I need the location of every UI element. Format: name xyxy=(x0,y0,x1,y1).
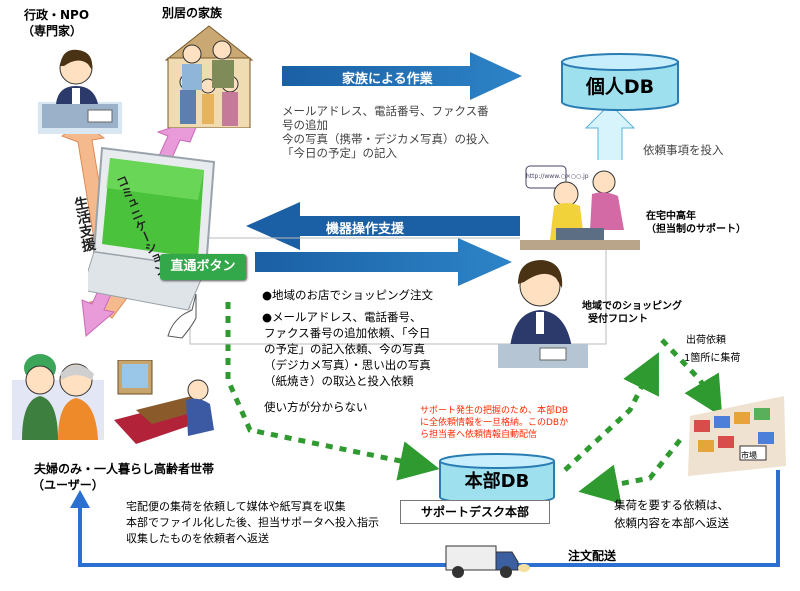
front-desk-illustration xyxy=(498,260,588,368)
hand-pointing-illustration xyxy=(167,293,197,339)
elderly-computer-illustration xyxy=(520,160,640,250)
bullet-shopping: ●地域のお店でショッピング注文 xyxy=(262,288,434,302)
market-illustration xyxy=(688,396,786,476)
order-delivery-label: 注文配送 xyxy=(568,549,617,563)
family-work-arrow xyxy=(282,52,522,100)
users-sub-label: （ユーザー） xyxy=(32,478,104,492)
device-support-label: 機器操作支援 xyxy=(326,222,405,237)
gov-sub-label: （専門家） xyxy=(22,24,83,38)
hq-db-label: 本部DB xyxy=(464,471,530,492)
dotted-front-to-market xyxy=(660,338,723,418)
users-label: 夫婦のみ・一人暮らし高齢者世帯 xyxy=(34,462,215,476)
dotted-market-to-hq xyxy=(578,438,682,504)
personal-db: 個人DB xyxy=(560,52,680,112)
request-input-label: 依頼事項を投入 xyxy=(643,143,724,157)
gov-label: 行政・NPO xyxy=(24,8,90,22)
family-illustration xyxy=(164,25,254,128)
one-place-label: 1箇所に集荷 xyxy=(684,353,741,364)
dotted-hq-to-frontdesk xyxy=(563,352,659,472)
direct-button[interactable]: 直通ボタン xyxy=(160,254,246,280)
personal-db-label: 個人DB xyxy=(585,76,655,98)
local-shop-sub-label: 受付フロント xyxy=(588,314,648,325)
url-bubble: http://www.○×○○.jp xyxy=(526,173,589,180)
local-shop-label: 地域でのショッピング xyxy=(582,301,682,312)
ship-request-label: 出荷依頼 xyxy=(686,335,726,346)
help-desk-box: サポートデスク本部 xyxy=(400,500,550,524)
shopping-arrow xyxy=(255,238,512,286)
pickup-req-line1: 集荷を要する依頼は、 xyxy=(614,498,729,512)
elderly-couple-illustration xyxy=(12,354,104,440)
elderly-kotatsu-illustration xyxy=(114,360,214,444)
family-label: 別居の家族 xyxy=(162,6,223,20)
home-elderly-sub-label: （担当制のサポート） xyxy=(646,224,746,235)
how-to-use-label: 使い方が分からない xyxy=(264,400,368,414)
device-support-arrow xyxy=(246,202,522,250)
delivery-truck-icon xyxy=(445,545,530,578)
home-elderly-label: 在宅中高年 xyxy=(646,211,696,222)
delivery-line xyxy=(78,470,780,567)
pickup-req-line2: 依頼内容を本部へ返送 xyxy=(614,516,729,530)
gov-staff-illustration xyxy=(38,49,122,134)
market-sign: 市場 xyxy=(741,451,757,460)
hq-db: 本部DB xyxy=(438,452,556,506)
laptop-illustration xyxy=(88,146,216,311)
family-work-label: 家族による作業 xyxy=(342,72,433,87)
